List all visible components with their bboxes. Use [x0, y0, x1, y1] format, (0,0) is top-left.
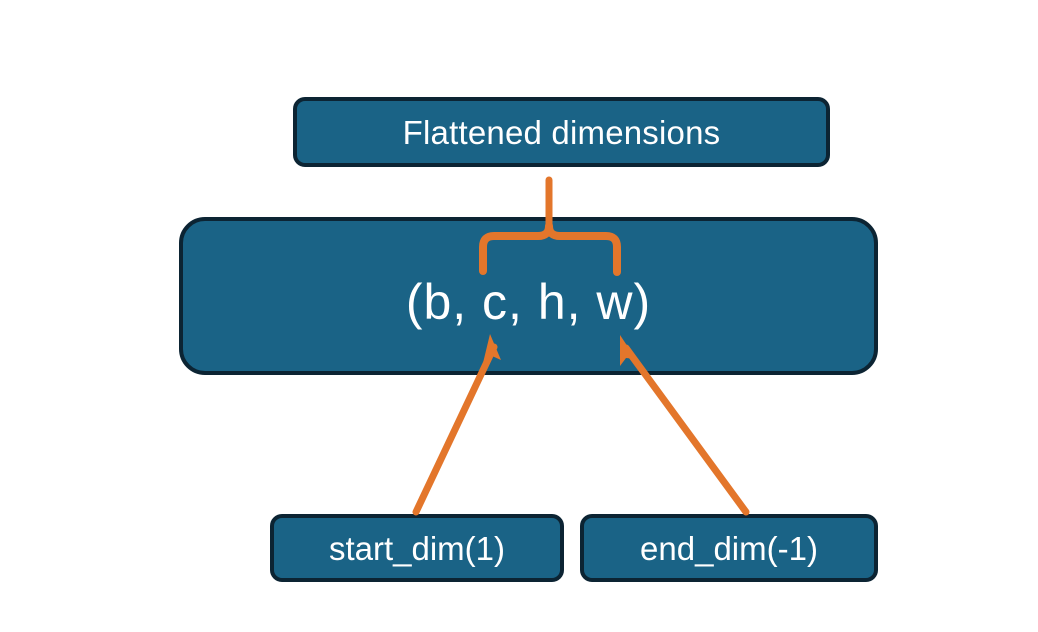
start-dim-label: start_dim(1)	[328, 529, 506, 567]
end-dim-box: end_dim(-1)	[580, 514, 878, 582]
flattened-dimensions-label: Flattened dimensions	[402, 113, 721, 151]
end-dim-label: end_dim(-1)	[640, 529, 818, 567]
start-dim-box: start_dim(1)	[270, 514, 564, 582]
flattened-dimensions-box: Flattened dimensions	[293, 97, 830, 167]
tuple-dimensions-box: (b, c, h, w)	[179, 217, 878, 375]
tuple-dimensions-label: (b, c, h, w)	[405, 274, 652, 330]
